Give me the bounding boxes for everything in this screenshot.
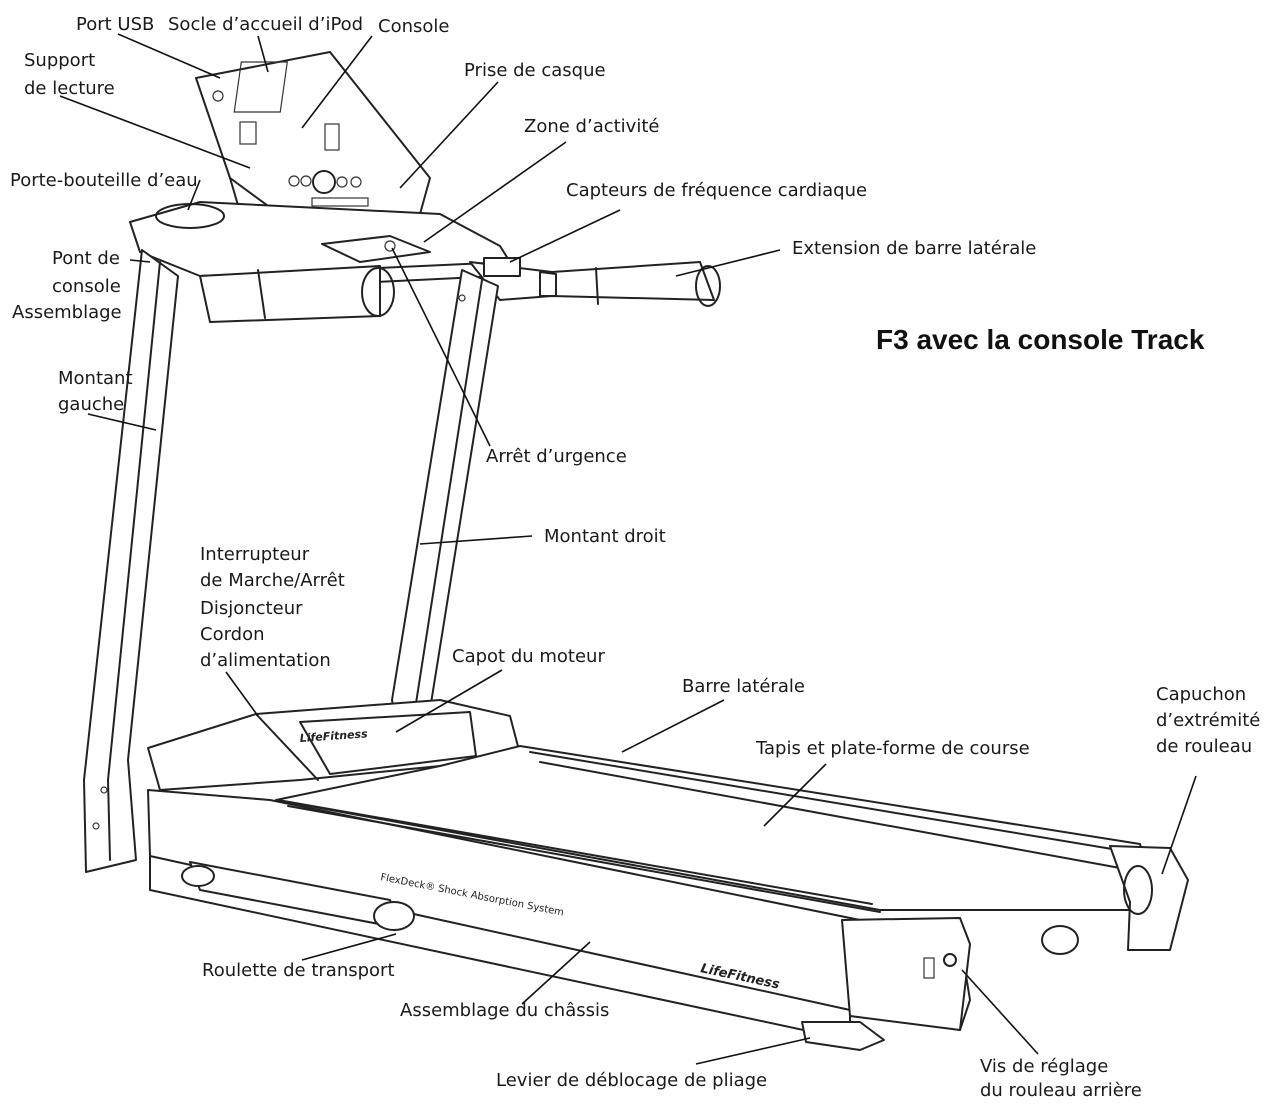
label-side-rail: Barre latérale [682,676,805,697]
label-switch-3: Disjoncteur [200,598,303,619]
label-port-usb: Port USB [76,14,155,35]
label-switch-1: Interrupteur [200,544,310,565]
label-switch-5: d’alimentation [200,650,331,671]
label-belt-deck: Tapis et plate-forme de course [756,738,1030,759]
transport-wheel [181,861,1079,955]
label-transport-wheel: Roulette de transport [202,960,395,981]
label-reading-rack-1: Support [24,50,96,71]
label-motor-hood: Capot du moteur [452,646,605,667]
left-upright [83,249,179,873]
label-console: Console [378,16,450,37]
label-rail-extension: Extension de barre latérale [792,238,1037,259]
label-bottle-holder: Porte-bouteille d’eau [10,170,198,191]
leader-lines [59,33,1197,1065]
label-switch-2: de Marche/Arrêt [200,570,345,591]
diagram-title: F3 avec la console Track [876,324,1205,355]
side-rail-extension [469,257,721,307]
label-ipod-dock: Socle d’accueil d’iPod [168,14,364,35]
label-heart-rate-sensors: Capteurs de fréquence cardiaque [566,180,868,201]
label-headphone-jack: Prise de casque [464,60,606,81]
label-console-bridge-1: Pont de [52,248,120,269]
label-switch-4: Cordon [200,624,265,645]
label-console-bridge-3: Assemblage [12,302,122,323]
label-console-bridge-2: console [52,276,121,297]
label-activity-zone: Zone d’activité [524,116,660,137]
label-roller-screw-1: Vis de réglage [980,1056,1109,1077]
label-fold-lever: Levier de déblocage de pliage [496,1070,768,1091]
label-reading-rack-2: de lecture [24,78,115,99]
label-end-cap-1: Capuchon [1156,684,1247,705]
fold-lever [801,1021,885,1051]
label-left-upright-1: Montant [58,368,133,389]
console-head [195,51,431,223]
label-right-upright: Montant droit [544,526,666,547]
treadmill-deck: LifeFitness FlexDeck® Shock Absorption S… [147,745,1189,1041]
console-deck [129,201,511,323]
svg-text:LifeFitness: LifeFitness [299,727,368,745]
label-emergency-stop: Arrêt d’urgence [486,446,627,467]
label-end-cap-2: d’extrémité [1156,710,1261,731]
label-end-cap-3: de rouleau [1156,736,1253,757]
label-roller-screw-2: du rouleau arrière [980,1080,1142,1101]
label-frame-assembly: Assemblage du châssis [400,1000,610,1021]
label-left-upright-2: gauche [58,394,125,415]
